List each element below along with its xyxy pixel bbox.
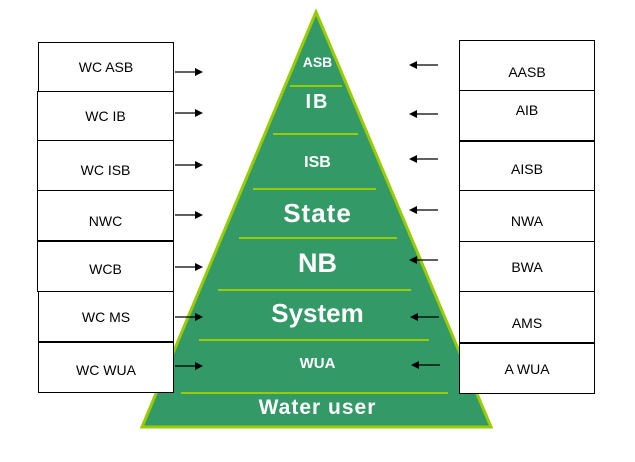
right-box-aisb: AISB: [459, 140, 595, 191]
arrow-left-icon: [409, 110, 438, 118]
right-box-label: AISB: [511, 161, 543, 177]
arrow-left-icon: [409, 61, 438, 69]
left-box-wc-wua: WC WUA: [38, 341, 174, 393]
left-box-label: WC IB: [85, 108, 126, 124]
arrow-right-icon: [175, 263, 203, 271]
right-box-label: AASB: [508, 63, 546, 80]
right-box-aasb: AASB: [459, 40, 595, 91]
left-box-wc-asb: WC ASB: [38, 42, 174, 92]
left-box-label: WC ISB: [80, 161, 131, 178]
right-box-label: AIB: [515, 101, 539, 118]
right-box-ams: AMS: [459, 291, 595, 343]
level-isb: ISB: [304, 154, 331, 171]
left-box-label: NWC: [88, 212, 123, 229]
left-box-label: WC ASB: [78, 59, 134, 75]
level-wua: WUA: [299, 355, 336, 372]
arrow-right-icon: [175, 362, 203, 370]
arrow-left-icon: [409, 206, 438, 214]
left-box-wcb: WCB: [37, 240, 174, 292]
arrow-left-icon: [411, 361, 440, 369]
right-box-nwa: NWA: [459, 190, 595, 242]
left-box-label: WC WUA: [76, 361, 136, 378]
level-asb: ASB: [302, 54, 333, 70]
left-box-wc-isb: WC ISB: [37, 140, 174, 191]
left-box-label: WC MS: [81, 308, 131, 325]
arrow-right-icon: [175, 161, 203, 169]
level-ib: IB: [305, 91, 330, 113]
right-box-label: AMS: [511, 315, 543, 331]
right-box-bwa: BWA: [459, 241, 595, 292]
right-box-label: A WUA: [504, 360, 550, 377]
level-nb: NB: [298, 248, 337, 278]
arrow-right-icon: [175, 211, 203, 219]
right-box-label: NWA: [510, 213, 544, 229]
right-box-label: BWA: [511, 258, 543, 275]
level-system: System: [271, 298, 364, 328]
left-box-wc-ms: WC MS: [38, 291, 174, 342]
right-box-a-wua: A WUA: [459, 342, 595, 394]
level-water-user: Water user: [258, 396, 377, 419]
arrow-left-icon: [409, 155, 438, 163]
left-box-wc-ib: WC IB: [37, 91, 174, 141]
left-box-label: WCB: [89, 260, 122, 277]
arrow-left-icon: [410, 313, 439, 321]
arrow-right-icon: [175, 313, 203, 321]
arrow-right-icon: [175, 109, 203, 117]
level-state: State: [283, 198, 352, 228]
right-box-aib: AIB: [459, 90, 595, 141]
arrow-right-icon: [175, 68, 203, 76]
left-box-nwc: NWC: [37, 190, 174, 241]
arrow-left-icon: [409, 256, 438, 264]
pyramid-body: [139, 8, 494, 429]
